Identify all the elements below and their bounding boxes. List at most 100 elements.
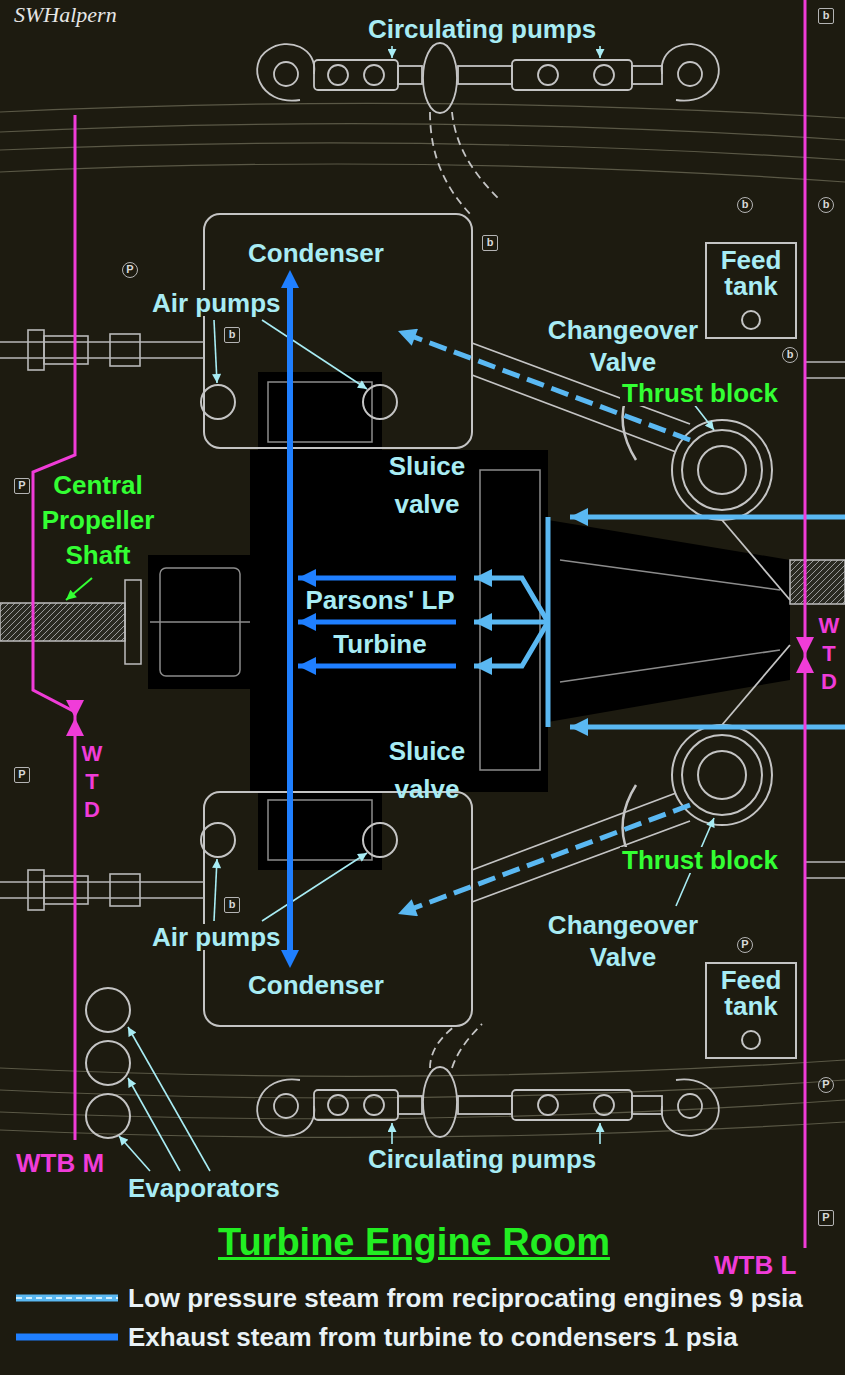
watertight-bulkhead <box>33 115 75 1140</box>
lp-steam-arrow <box>474 578 548 622</box>
changeover-pipe <box>682 430 762 510</box>
casing-outline <box>150 382 780 860</box>
circulating-pipe <box>430 1026 455 1068</box>
feed-tank-box: Feed tank <box>705 962 797 1059</box>
shaft-leader <box>66 578 92 600</box>
watertight-door <box>66 637 814 736</box>
casing-outline <box>150 621 250 623</box>
part-label: Evaporators <box>128 1175 280 1201</box>
node-text: P <box>819 1211 833 1224</box>
legend-sample <box>16 1297 118 1299</box>
circulating-pump <box>512 60 632 90</box>
bolt-mark: b <box>482 235 498 251</box>
changeover-pipe <box>722 520 790 600</box>
feed-tank-outlet <box>742 311 760 329</box>
part-label: Thrust block <box>620 847 780 873</box>
diagram-title: Turbine Engine Room <box>218 1220 610 1264</box>
legend-text: Low pressure steam from reciprocating en… <box>128 1284 803 1312</box>
evaporator <box>86 1094 130 1138</box>
part-label: Central Propeller Shaft <box>36 468 160 573</box>
node-text: b <box>483 236 497 249</box>
circulating-pump <box>257 44 314 100</box>
hull-line <box>0 1122 845 1137</box>
leader-line <box>128 1078 180 1171</box>
condenser-shell <box>204 214 472 1026</box>
circulating-pump <box>398 66 422 84</box>
exhaust-connector <box>287 280 293 622</box>
bolt-mark: P <box>818 1210 834 1226</box>
circulating-pump <box>678 62 702 86</box>
node-text: Parsons' LP Turbine <box>300 578 460 666</box>
leader-line <box>262 320 367 389</box>
engine-casing <box>148 372 790 870</box>
bolt-mark: P <box>818 1077 834 1093</box>
leader-line <box>391 1123 393 1144</box>
wing-shaft <box>44 336 88 364</box>
circulating-pipe <box>452 112 500 200</box>
node-text: P <box>738 938 752 951</box>
evaporator <box>86 1041 130 1085</box>
circulating-pump <box>314 60 398 90</box>
hull-line <box>0 124 845 140</box>
air-pump <box>363 823 397 857</box>
watertight-door <box>66 700 84 736</box>
evaporator <box>86 988 130 1032</box>
node-text: b <box>225 898 239 911</box>
hull-line <box>0 143 845 160</box>
circulating-pump <box>594 65 614 85</box>
leader-line <box>128 1027 210 1171</box>
circulating-pump <box>274 62 298 86</box>
node-text: Condenser <box>248 238 384 268</box>
bolt-mark: P <box>14 478 30 494</box>
leader-line <box>119 46 714 1171</box>
part-label: Changeover Valve <box>538 314 708 378</box>
node-text: b <box>738 198 752 211</box>
air-pump <box>201 823 235 857</box>
node-text: Feed tank <box>713 967 789 1019</box>
part-label: Changeover Valve <box>538 909 708 973</box>
node-text: Feed tank <box>713 247 789 299</box>
part-label: Circulating pumps <box>368 16 596 42</box>
air-pump <box>201 385 235 419</box>
circulating-pump <box>662 44 719 100</box>
bulkhead-label: WTB L <box>714 1252 796 1278</box>
condenser-box: Condenser <box>244 968 388 1002</box>
node-text: P <box>123 263 137 276</box>
node-text: Condenser <box>248 970 384 1000</box>
watermark: SWHalpern <box>14 2 117 28</box>
wing-shaft <box>44 876 88 904</box>
exhaust-arrow <box>298 620 456 625</box>
feed-tank-outlet <box>742 1031 760 1049</box>
wing-shaft <box>805 862 845 878</box>
watertight-door <box>796 637 814 673</box>
node-text: P <box>819 1078 833 1091</box>
wing-shaft <box>0 330 845 910</box>
evaporator <box>86 988 130 1138</box>
node-text: b <box>783 348 797 361</box>
circulating-pipe <box>430 112 470 214</box>
watertight-bulkhead <box>804 0 807 1248</box>
node-text: b <box>225 328 239 341</box>
bolt-mark: b <box>782 347 798 363</box>
bolt-mark: P <box>14 767 30 783</box>
condenser-box: Condenser <box>244 236 388 270</box>
changeover-pipe <box>698 446 746 494</box>
wing-shaft <box>28 870 44 910</box>
engine-casing <box>548 520 790 722</box>
lp-steam-arrow <box>474 622 548 666</box>
leader-line <box>262 853 367 921</box>
bolt-mark: P <box>737 937 753 953</box>
circulating-pipe <box>452 1024 482 1068</box>
casing-outline <box>268 800 372 860</box>
circulating-pump <box>257 43 719 113</box>
engine-casing <box>258 372 382 452</box>
casing-outline <box>560 560 780 682</box>
leader-line <box>599 1123 601 1144</box>
changeover-pipe <box>672 420 772 520</box>
wing-shaft <box>0 882 204 898</box>
door-label: W T D <box>817 612 841 696</box>
bulkhead-label: WTB M <box>16 1150 104 1176</box>
hull-line <box>0 164 845 182</box>
circulating-pump <box>423 43 457 113</box>
